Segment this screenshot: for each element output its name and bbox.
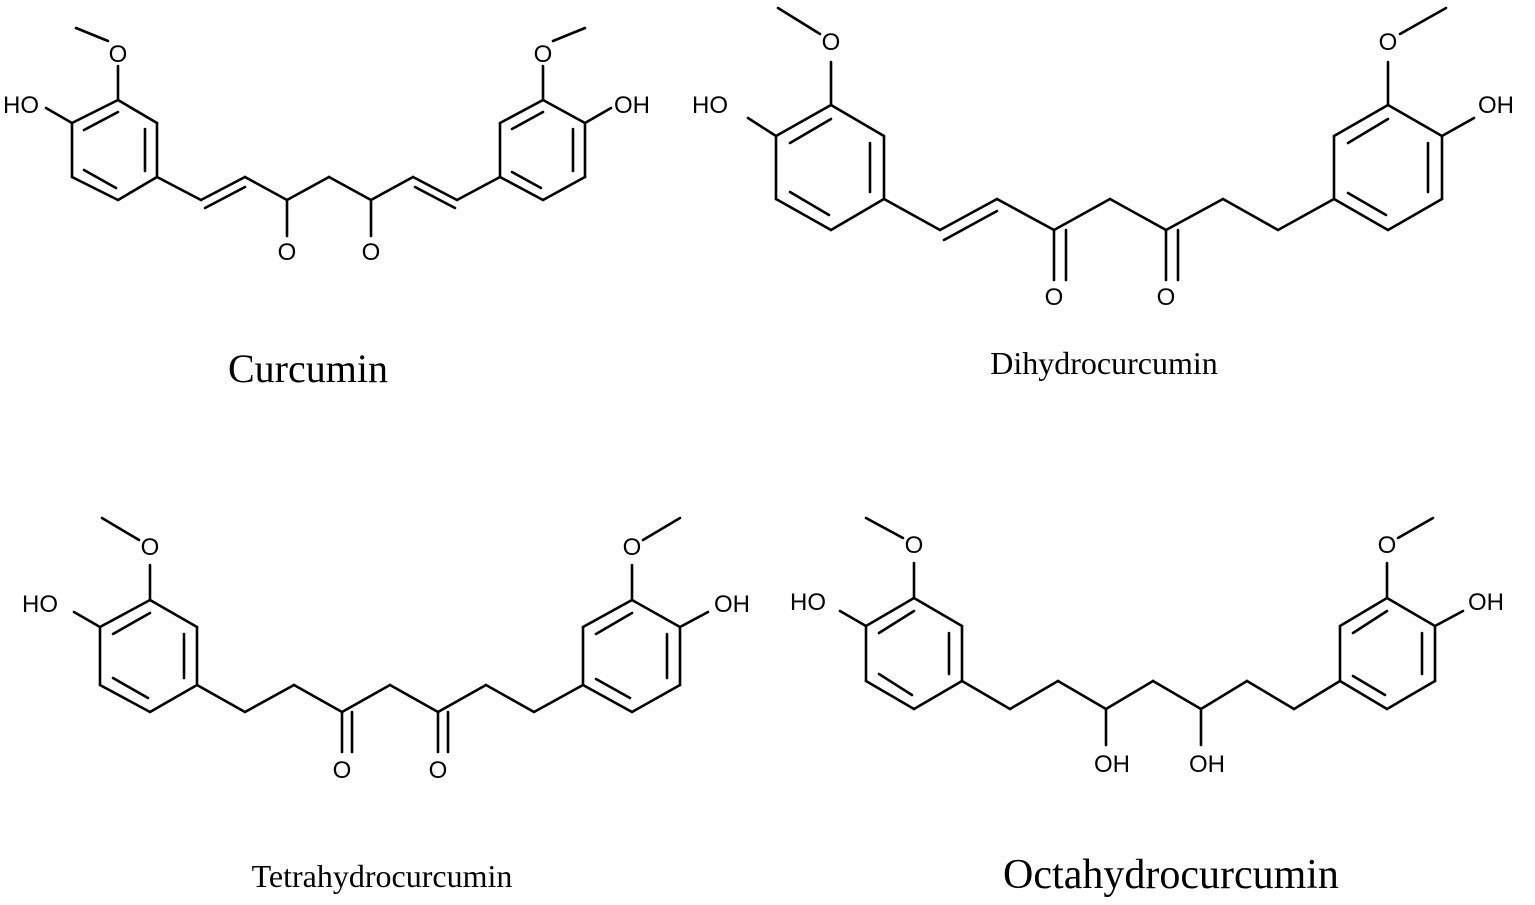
hydroxyl-label: OH <box>1468 589 1504 616</box>
methoxy-oxygen-label: O <box>534 41 553 68</box>
compound-name-tetrahydrocurcumin: Tetrahydrocurcumin <box>252 858 513 894</box>
compound-name-dihydrocurcumin: Dihydrocurcumin <box>990 345 1218 381</box>
carbonyl-oxygen-label: O <box>429 757 448 784</box>
tetrahydrocurcumin-bonds <box>72 516 710 754</box>
methoxy-oxygen-label: O <box>109 41 128 68</box>
methoxy-oxygen-label: O <box>1378 532 1397 559</box>
curcumin-structure: O HO O OH O O Curcumin <box>3 26 650 391</box>
carbonyl-oxygen-label: O <box>278 239 297 266</box>
hydroxyl-label: OH <box>1094 751 1130 778</box>
hydroxyl-label: HO <box>692 92 728 119</box>
dihydrocurcumin-bonds <box>746 6 1476 282</box>
curcumin-bonds <box>44 26 613 238</box>
octahydrocurcumin-bonds <box>838 516 1465 747</box>
hydroxyl-label: OH <box>1189 751 1225 778</box>
hydroxyl-label: HO <box>22 591 58 618</box>
methoxy-oxygen-label: O <box>1379 29 1398 56</box>
tetrahydrocurcumin-atom-labels: O HO O OH O O <box>22 534 750 784</box>
carbonyl-oxygen-label: O <box>1045 284 1064 311</box>
hydroxyl-label: OH <box>1478 92 1514 119</box>
octahydrocurcumin-atom-labels: O HO O OH OH OH <box>790 532 1504 778</box>
hydroxyl-label: HO <box>3 92 39 119</box>
carbonyl-oxygen-label: O <box>362 239 381 266</box>
methoxy-oxygen-label: O <box>141 534 160 561</box>
dihydrocurcumin-structure: O HO O OH O O Dihydrocurcumin <box>692 6 1514 381</box>
carbonyl-oxygen-label: O <box>1157 284 1176 311</box>
compound-name-curcumin: Curcumin <box>228 346 388 391</box>
compound-name-octahydrocurcumin: Octahydrocurcumin <box>1003 852 1339 898</box>
hydroxyl-label: HO <box>790 589 826 616</box>
hydroxyl-label: OH <box>614 92 650 119</box>
hydroxyl-label: OH <box>714 591 750 618</box>
methoxy-oxygen-label: O <box>822 29 841 56</box>
dihydrocurcumin-atom-labels: O HO O OH O O <box>692 29 1514 311</box>
tetrahydrocurcumin-structure: O HO O OH O O Tetrahydrocurcumin <box>22 516 750 894</box>
methoxy-oxygen-label: O <box>623 534 642 561</box>
methoxy-oxygen-label: O <box>905 532 924 559</box>
curcumin-atom-labels: O HO O OH O O <box>3 41 650 266</box>
octahydrocurcumin-structure: O HO O OH OH OH Octahydrocurcumin <box>790 516 1504 898</box>
carbonyl-oxygen-label: O <box>333 757 352 784</box>
